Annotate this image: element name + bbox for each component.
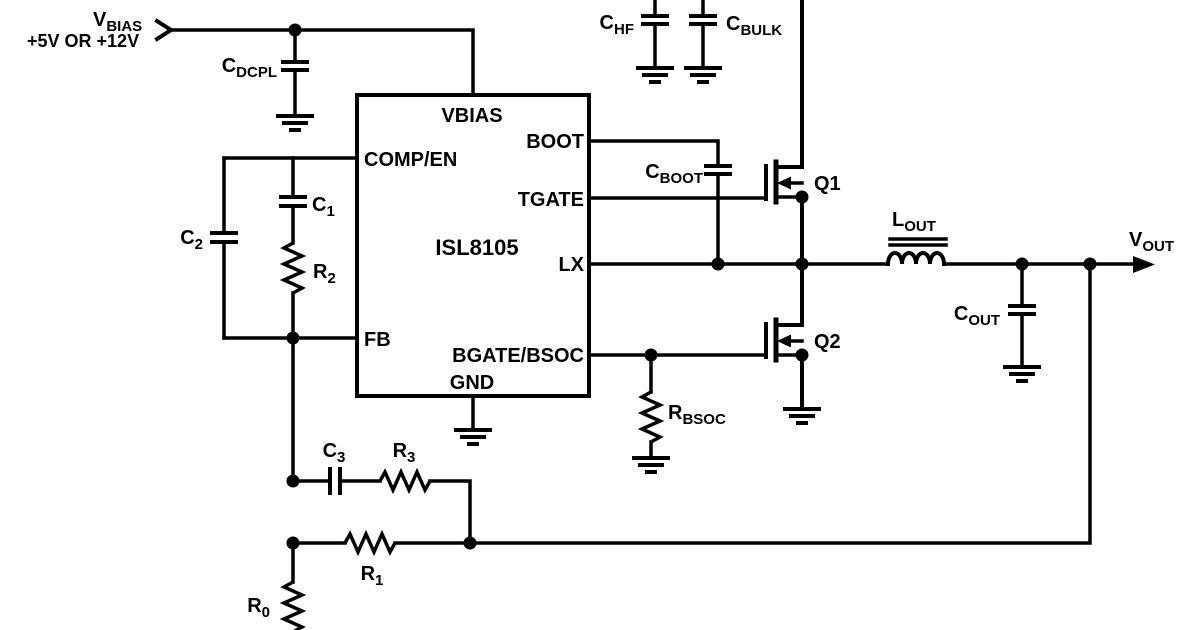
c1-label: C1 — [312, 194, 335, 220]
vout-label: VOUT — [1129, 229, 1174, 255]
net-comp-en: C2 C1 R2 — [180, 156, 359, 340]
lout-label: LOUT — [892, 209, 936, 235]
mosfet-body-arrow-icon — [777, 334, 791, 348]
junction-dot — [711, 257, 725, 271]
pin-label-gnd: GND — [450, 372, 494, 394]
wire — [587, 139, 720, 168]
q1-label: Q1 — [814, 173, 841, 195]
c3-label: C3 — [323, 440, 346, 466]
wire — [393, 262, 1092, 545]
resistor-zigzag-r2 — [279, 241, 307, 295]
r2-label: R2 — [313, 261, 336, 287]
vbias-voltage-label: +5V OR +12V — [27, 31, 139, 51]
input-arrow-icon — [154, 18, 175, 42]
pin-label-lx: LX — [558, 254, 584, 276]
capacitor-cdcpl: CDCPL — [222, 28, 314, 132]
cbulk-label: CBULK — [726, 13, 782, 39]
capacitor-cbulk: CBULK — [684, 0, 782, 84]
resistor-zigzag-r0 — [279, 580, 307, 630]
cboot-label: CBOOT — [645, 161, 703, 187]
cdcpl-label: CDCPL — [222, 55, 277, 81]
net-c3-r3: C3 R3 — [286, 440, 472, 545]
ground-icon — [636, 66, 674, 84]
inductor-core-bars — [888, 237, 948, 247]
q2-label: Q2 — [814, 331, 841, 353]
pin-label-vbias: VBIAS — [441, 105, 502, 127]
ic-isl8105: VBIAS BOOT COMP/EN TGATE ISL8105 LX FB B… — [355, 93, 591, 398]
net-feedback: R1 — [286, 262, 1092, 589]
wire — [169, 28, 475, 97]
net-vbias-input: VBIAS +5V OR +12V — [27, 9, 475, 97]
inductor-coils — [885, 251, 947, 267]
mosfet-q1: Q1 — [764, 159, 841, 266]
capacitor-chf: CHF — [600, 0, 674, 84]
mosfet-body-arrow-icon — [777, 176, 791, 190]
resistor-zigzag — [637, 390, 665, 444]
r3-label: R3 — [393, 440, 416, 466]
c2-label: C2 — [180, 227, 203, 253]
wire — [428, 479, 472, 545]
vbias-rail-label: VBIAS — [93, 9, 142, 35]
capacitor-cout: COUT — [954, 262, 1041, 383]
ground-icon — [454, 428, 492, 446]
ground-icon — [783, 407, 821, 425]
resistor-zigzag-r1 — [343, 529, 397, 557]
ground-icon — [276, 114, 314, 132]
pin-label-boot: BOOT — [526, 131, 584, 153]
r1-label: R1 — [361, 563, 384, 589]
pin-label-tgate: TGATE — [518, 189, 584, 211]
mosfet-q2: Q2 — [764, 262, 841, 425]
pin-label-bgate-bsoc: BGATE/BSOC — [452, 345, 584, 367]
ground-icon — [1003, 365, 1041, 383]
net-bgate-rbsoc: RBSOC — [587, 348, 768, 474]
ground-icon — [632, 456, 670, 474]
pin-label-fb: FB — [364, 329, 391, 351]
net-fb — [222, 331, 359, 483]
cout-label: COUT — [954, 303, 1000, 329]
pin-label-comp-en: COMP/EN — [364, 149, 457, 171]
net-boot-cboot: CBOOT — [587, 139, 732, 266]
inductor-lout: LOUT — [885, 209, 948, 267]
net-vout: VOUT — [942, 229, 1174, 273]
chf-label: CHF — [600, 12, 634, 38]
net-lx — [587, 257, 890, 271]
net-r0: R0 — [247, 541, 307, 630]
ic-part-number: ISL8105 — [435, 235, 518, 260]
r0-label: R0 — [247, 595, 270, 621]
output-arrow-icon — [1133, 256, 1155, 273]
ic-body — [355, 93, 591, 398]
resistor-zigzag-r3 — [378, 467, 432, 495]
rbsoc-label: RBSOC — [668, 402, 726, 428]
ground-icon — [684, 66, 722, 84]
net-ic-ground — [454, 394, 492, 446]
